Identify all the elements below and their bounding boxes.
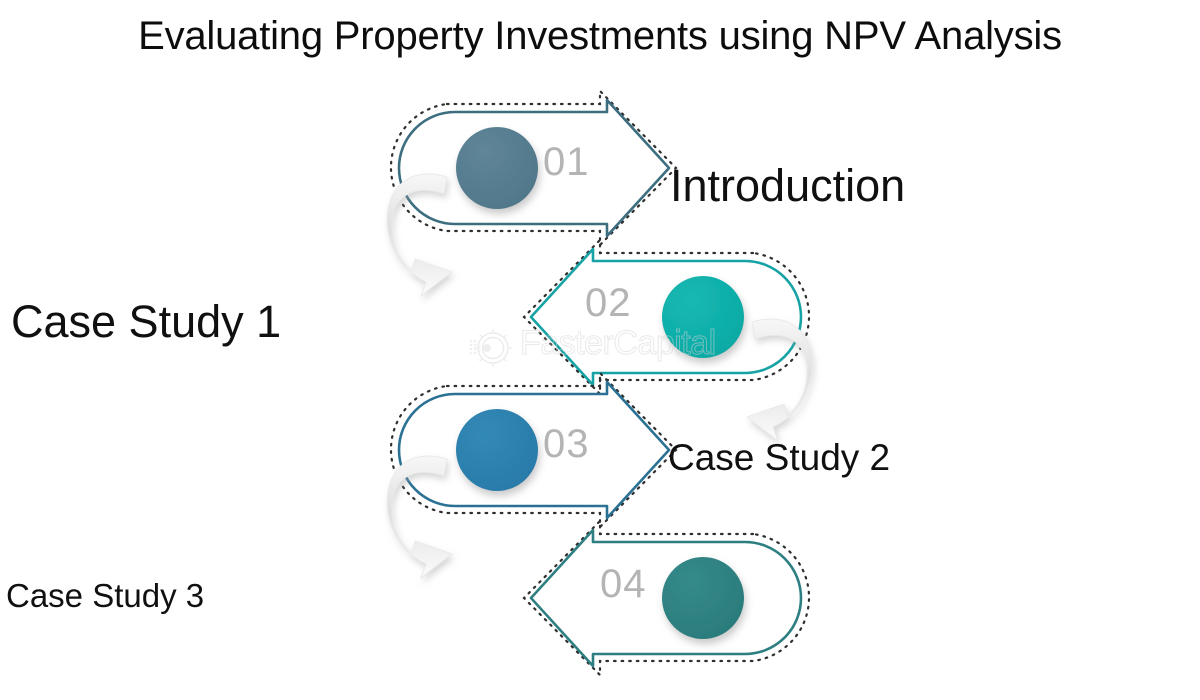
connector-1-arrow-shape	[386, 173, 453, 298]
step-arrow-2[interactable]	[522, 237, 811, 397]
step-2-circle[interactable]	[662, 276, 744, 358]
page-title: Evaluating Property Investments using NP…	[138, 14, 1062, 58]
step-3-circle[interactable]	[456, 409, 538, 491]
step-4-dotted-outline	[522, 518, 811, 678]
step-1-dotted-outline	[389, 88, 678, 248]
step-number-3: 03	[543, 422, 590, 466]
connector-1-to-2	[386, 173, 453, 298]
step-arrow-1[interactable]	[389, 88, 678, 248]
step-label-case-study-1: Case Study 1	[11, 296, 282, 347]
step-label-introduction: Introduction	[670, 160, 906, 211]
step-arrow-3[interactable]	[389, 370, 678, 530]
step-number-4: 04	[600, 562, 647, 606]
step-2-dotted-outline	[522, 237, 811, 397]
step-label-case-study-2: Case Study 2	[668, 437, 891, 478]
step-label-case-study-3: Case Study 3	[6, 577, 205, 614]
step-number-2: 02	[585, 281, 632, 325]
step-number-1: 01	[543, 140, 590, 184]
step-arrow-4[interactable]	[522, 518, 811, 678]
connector-3-to-4	[386, 455, 453, 580]
connector-2-arrow-shape	[746, 318, 813, 443]
step-1-circle[interactable]	[456, 127, 538, 209]
step-3-dotted-outline	[389, 370, 678, 530]
step-4-circle[interactable]	[662, 557, 744, 639]
connector-2-to-3	[746, 318, 813, 443]
connector-3-arrow-shape	[386, 455, 453, 580]
